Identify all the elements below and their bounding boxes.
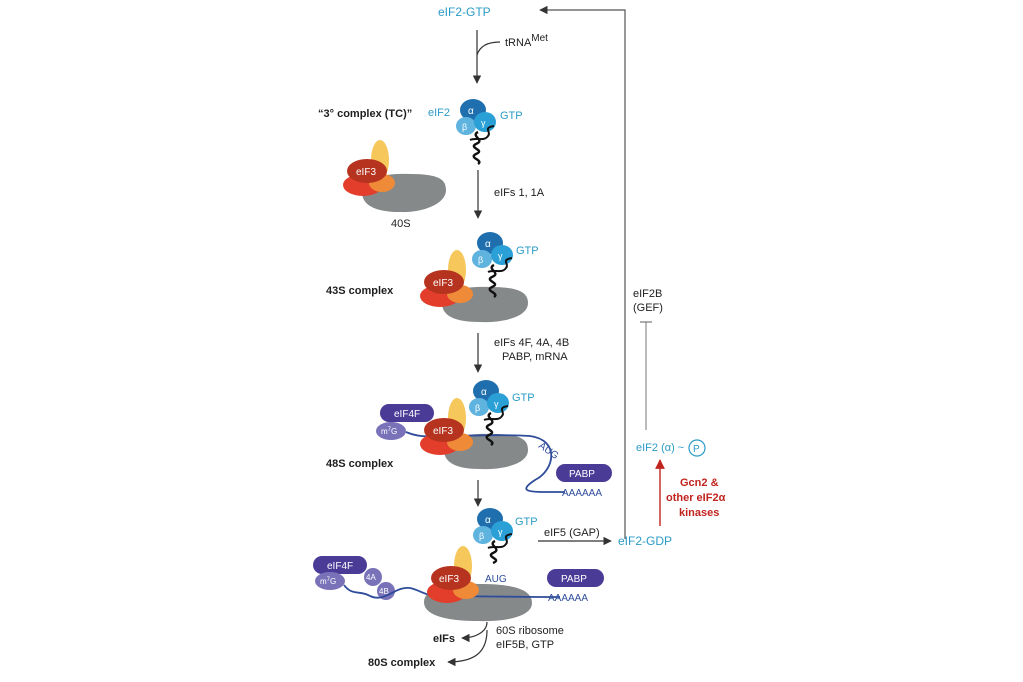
final-arrow (447, 629, 488, 667)
pabp-label-1: PABP (569, 469, 595, 480)
step2-line1: eIFs 4F, 4A, 4B (494, 337, 569, 349)
kinase-line2: other eIF2α (666, 492, 726, 504)
trna-sup: Met (531, 33, 548, 44)
ribo60-line1: 60S ribosome (496, 625, 564, 637)
eif2b-line2: (GEF) (633, 302, 663, 314)
eif2-gdp-label: eIF2-GDP (618, 534, 672, 548)
svg-text:4B: 4B (379, 587, 389, 596)
eif3-label-1: eIF3 (356, 167, 376, 178)
kinase-line3: kinases (679, 507, 719, 519)
ribosome-40s: eIF3 (343, 140, 446, 213)
svg-text:γ: γ (498, 251, 503, 261)
trna-branch (476, 41, 501, 56)
48s-label: 48S complex (326, 458, 394, 470)
kinase-line1: Gcn2 & (680, 477, 719, 489)
svg-text:γ: γ (494, 399, 499, 409)
svg-text:eIF3: eIF3 (433, 278, 453, 289)
phosphate-circle (688, 439, 706, 457)
step1-label: eIFs 1, 1A (494, 187, 545, 199)
gtp-label-1: GTP (500, 110, 523, 122)
svg-text:m7G: m7G (320, 577, 336, 586)
polya-label-2: AAAAAA (548, 593, 588, 604)
svg-text:α: α (468, 106, 474, 117)
svg-text:α: α (485, 239, 491, 250)
complex-43s: eIF3 α β γ (420, 232, 528, 323)
complex-80s: eIF4F m7G 4A 4B eIF3 PABP (313, 546, 604, 622)
phospho-eif2-label: eIF2 (α) ~ (636, 442, 684, 454)
svg-text:α: α (485, 515, 491, 526)
tc-eif2: α β γ (456, 99, 496, 165)
svg-text:tRNAMet: tRNAMet (505, 33, 548, 49)
svg-text:eIF3: eIF3 (433, 426, 453, 437)
eif5-label: eIF5 (GAP) (544, 527, 600, 539)
gtp-label-4: GTP (515, 516, 538, 528)
svg-text:4A: 4A (366, 573, 376, 582)
svg-text:β: β (462, 122, 467, 132)
eif2b-line1: eIF2B (633, 288, 662, 300)
eif2-gtp-label: eIF2-GTP (438, 5, 491, 19)
svg-text:eIF4F: eIF4F (327, 561, 353, 572)
gtp-label-2: GTP (516, 245, 539, 257)
tc-label: “3° complex (TC)” (318, 108, 412, 120)
ribo60-line2: eIF5B, GTP (496, 639, 554, 651)
svg-text:β: β (478, 255, 483, 265)
svg-text:PABP: PABP (561, 574, 587, 585)
svg-text:β: β (475, 403, 480, 413)
complex-48s: eIF4F m7G eIF3 α β γ PABP (376, 380, 612, 493)
recycle-line (539, 5, 626, 539)
43s-label: 43S complex (326, 285, 394, 297)
trna-label: tRNA (505, 37, 532, 49)
aug-label-2: AUG (485, 574, 507, 585)
svg-text:γ: γ (498, 527, 503, 537)
svg-text:α: α (481, 387, 487, 398)
svg-text:m7G: m7G (381, 427, 397, 436)
released-eif2: α β γ (473, 508, 513, 565)
eifs-out-arrow (461, 621, 488, 643)
svg-text:eIF3: eIF3 (439, 574, 459, 585)
polya-label-1: AAAAAA (562, 488, 602, 499)
phosphate-label: P (693, 444, 700, 455)
40s-label: 40S (391, 218, 411, 230)
svg-text:γ: γ (481, 118, 486, 128)
gtp-label-3: GTP (512, 392, 535, 404)
aug-label-1: AUG (536, 440, 560, 462)
80s-label: 80S complex (368, 657, 436, 669)
eifs-out-label: eIFs (433, 633, 455, 645)
step2-line2: PABP, mRNA (502, 351, 568, 363)
eif2-label: eIF2 (428, 107, 450, 119)
svg-text:β: β (479, 531, 484, 541)
eif4f-label-1: eIF4F (394, 409, 420, 420)
